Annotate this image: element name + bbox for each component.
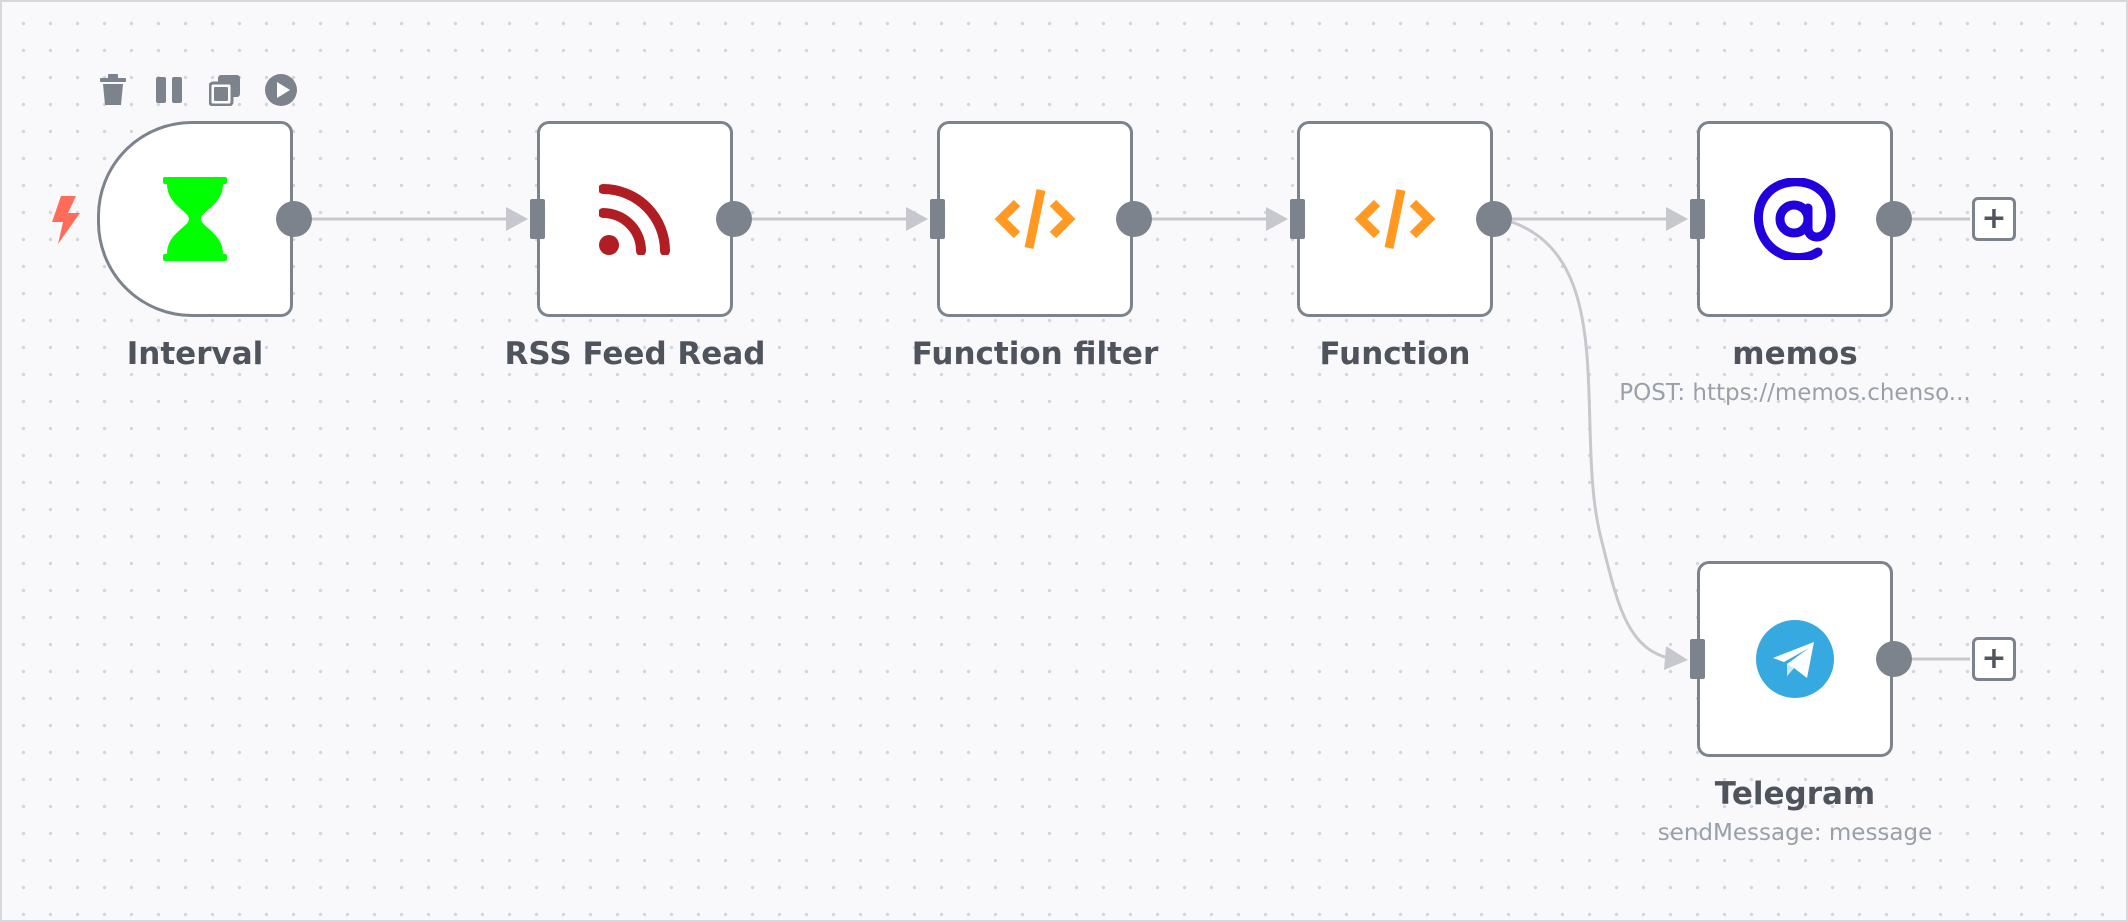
deactivate-node-button[interactable] — [151, 72, 187, 108]
node-subtitle-memos: POST: https://memos.chenso... — [1619, 380, 1971, 406]
rss-input-handle[interactable] — [530, 199, 545, 239]
at-sign-icon — [1754, 178, 1836, 260]
function-output-handle[interactable] — [1476, 201, 1512, 237]
node-interval[interactable] — [97, 121, 293, 317]
interval-output-handle[interactable] — [276, 201, 312, 237]
connection-function-memos[interactable] — [1512, 207, 1688, 231]
node-memos[interactable] — [1697, 121, 1893, 317]
telegram-input-handle[interactable] — [1690, 639, 1705, 679]
connection-function-telegram[interactable] — [1511, 220, 1688, 670]
node-function-filter[interactable] — [937, 121, 1133, 317]
node-rss-feed-read[interactable] — [537, 121, 733, 317]
add-node-after-memos-button[interactable]: + — [1972, 197, 2016, 241]
node-label-function-filter: Function filter — [911, 336, 1159, 372]
connection-function-filter-function[interactable] — [1152, 207, 1288, 231]
duplicate-node-button[interactable] — [207, 72, 243, 108]
rss-icon — [599, 183, 671, 255]
node-toolbar — [95, 70, 299, 110]
copy-icon — [209, 75, 240, 106]
execute-node-button[interactable] — [263, 72, 299, 108]
code-icon — [1354, 186, 1436, 252]
hourglass-icon — [163, 177, 227, 261]
node-telegram[interactable] — [1697, 561, 1893, 757]
telegram-output-handle[interactable] — [1876, 641, 1912, 677]
rss-output-handle[interactable] — [716, 201, 752, 237]
node-label-telegram: Telegram — [1714, 776, 1876, 812]
telegram-icon — [1756, 620, 1834, 698]
connection-rss-function-filter[interactable] — [752, 207, 928, 231]
memos-output-handle[interactable] — [1876, 201, 1912, 237]
node-label-function: Function — [1319, 336, 1471, 372]
node-function[interactable] — [1297, 121, 1493, 317]
node-label-memos: memos — [1732, 336, 1858, 372]
trigger-indicator — [48, 196, 82, 249]
function-filter-input-handle[interactable] — [930, 199, 945, 239]
node-label-interval: Interval — [126, 336, 264, 372]
function-input-handle[interactable] — [1290, 199, 1305, 239]
memos-input-handle[interactable] — [1690, 199, 1705, 239]
pause-icon — [156, 77, 182, 103]
function-filter-output-handle[interactable] — [1116, 201, 1152, 237]
node-subtitle-telegram: sendMessage: message — [1657, 820, 1933, 846]
node-label-rss-feed-read: RSS Feed Read — [504, 336, 766, 372]
connection-interval-rss[interactable] — [312, 207, 528, 231]
delete-node-button[interactable] — [95, 72, 131, 108]
add-node-after-telegram-button[interactable]: + — [1972, 637, 2016, 681]
trash-icon — [100, 74, 126, 105]
lightning-bolt-icon — [52, 196, 80, 244]
play-icon — [265, 74, 297, 106]
code-icon — [994, 186, 1076, 252]
